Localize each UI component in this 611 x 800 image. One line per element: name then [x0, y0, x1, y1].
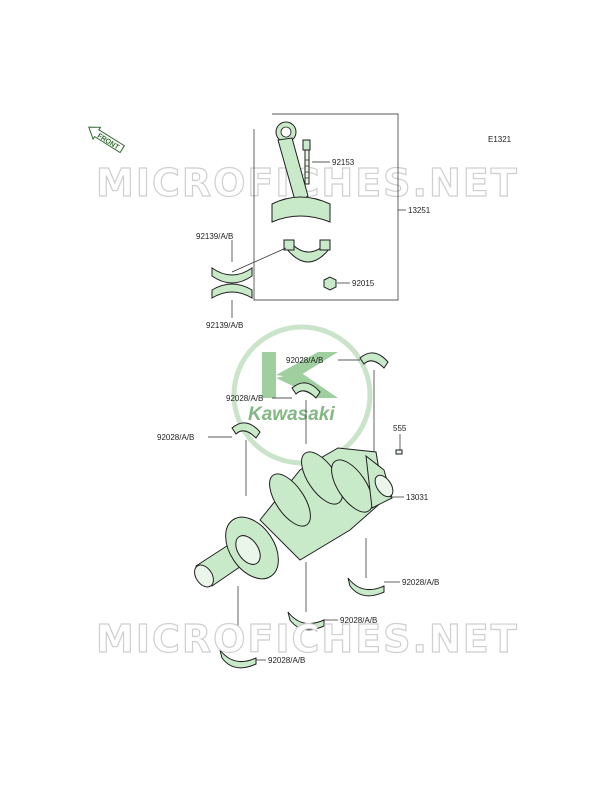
callout-upper-bearing: 92139/A/B — [196, 232, 233, 241]
dowel-pin — [395, 449, 403, 455]
main-bearing-upper-right — [359, 352, 389, 369]
conrod-nut — [323, 276, 337, 291]
callout-conrod-bolt: 92153 — [332, 158, 355, 167]
callout-conrod-assembly: 13251 — [408, 206, 431, 215]
conrod-assembly-box — [253, 113, 399, 301]
watermark-bottom: MICROFICHES.NET — [96, 617, 519, 661]
figure-code: E1321 — [488, 135, 512, 144]
callout-main-upper-left: 92028/A/B — [157, 433, 194, 442]
main-bearing-lower-mid — [287, 611, 325, 631]
front-arrow-icon: FRONT — [88, 126, 126, 154]
conrod-upper-bearing — [211, 267, 253, 284]
main-bearing-upper-mid — [291, 382, 321, 399]
callout-crankshaft: 13031 — [406, 493, 429, 502]
conrod-bolt — [302, 139, 311, 185]
main-bearing-upper-left — [231, 422, 261, 439]
callout-lower-bearing: 92139/A/B — [206, 321, 243, 330]
conrod-lower-bearing — [211, 283, 253, 299]
crankshaft — [194, 447, 394, 588]
callout-main-upper-mid: 92028/A/B — [226, 394, 263, 403]
connecting-rod — [271, 121, 331, 223]
conrod-cap — [283, 239, 331, 263]
callout-conrod-nut: 92015 — [352, 279, 375, 288]
logo-text: Kawasaki — [248, 404, 335, 425]
callout-pin: 555 — [393, 424, 407, 433]
callout-main-lower-right: 92028/A/B — [402, 578, 439, 587]
callout-main-upper-right: 92028/A/B — [286, 356, 323, 365]
main-bearing-lower-left — [219, 649, 257, 669]
main-bearing-lower-right — [347, 577, 385, 597]
callout-main-lower-mid: 92028/A/B — [340, 616, 377, 625]
callout-main-lower-left: 92028/A/B — [268, 656, 305, 665]
